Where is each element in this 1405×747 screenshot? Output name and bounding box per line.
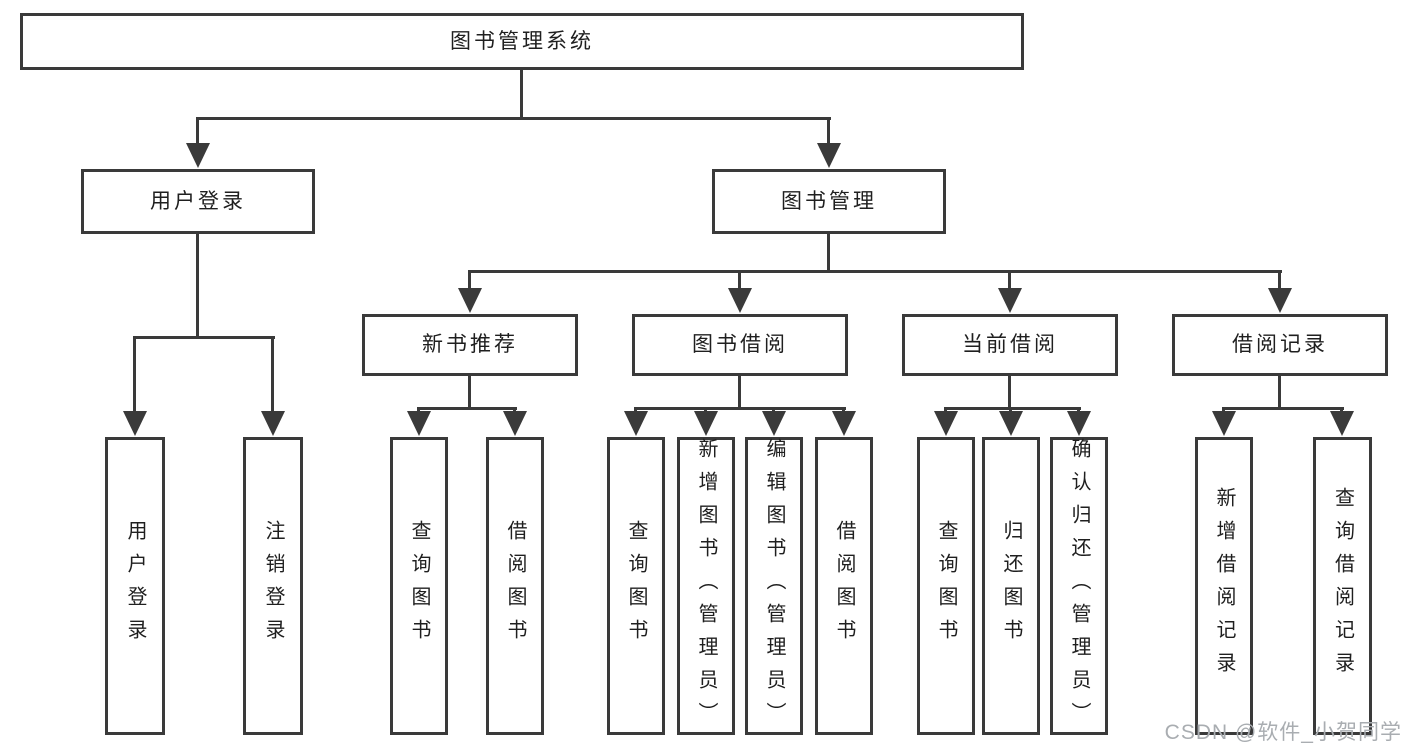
- connector-vline: [772, 407, 775, 414]
- arrow-down-icon: [624, 411, 648, 436]
- leaf-borrowing-query-book-label: 查询图书: [625, 520, 647, 652]
- connector-vline: [1340, 407, 1343, 414]
- arrow-down-icon: [832, 411, 856, 436]
- connector-vline: [827, 234, 830, 273]
- connector-vline: [738, 270, 741, 291]
- connector-hline: [944, 407, 1081, 410]
- connector-vline: [634, 407, 637, 414]
- leaf-current-return-book-label: 归还图书: [1000, 520, 1022, 652]
- connector-vline: [1278, 376, 1281, 410]
- leaf-user-login: 用户登录: [105, 437, 165, 735]
- connector-vline: [513, 407, 516, 414]
- connector-hline: [468, 270, 1282, 273]
- node-current-borrowing: 当前借阅: [902, 314, 1118, 376]
- connector-vline: [196, 234, 199, 339]
- leaf-current-query-book-label: 查询图书: [935, 520, 957, 652]
- node-book-management-label: 图书管理: [781, 189, 877, 213]
- leaf-current-return-book: 归还图书: [982, 437, 1040, 735]
- node-book-borrowing-label: 图书借阅: [692, 333, 788, 357]
- connector-hline: [417, 407, 517, 410]
- arrow-down-icon: [503, 411, 527, 436]
- leaf-current-query-book: 查询图书: [917, 437, 975, 735]
- leaf-logout: 注销登录: [243, 437, 303, 735]
- arrow-down-icon: [1268, 288, 1292, 313]
- node-borrow-records: 借阅记录: [1172, 314, 1388, 376]
- leaf-current-confirm-return-admin-label: 确认归还（管理员）: [1068, 437, 1090, 735]
- connector-vline: [468, 376, 471, 410]
- connector-vline: [842, 407, 845, 414]
- connector-vline: [468, 270, 471, 291]
- connector-vline: [1009, 407, 1012, 414]
- node-root-system: 图书管理系统: [20, 13, 1024, 70]
- node-borrow-records-label: 借阅记录: [1232, 333, 1328, 357]
- leaf-borrowing-edit-book-admin: 编辑图书（管理员）: [745, 437, 803, 735]
- arrow-down-icon: [762, 411, 786, 436]
- connector-hline: [196, 117, 831, 120]
- connector-vline: [827, 117, 830, 147]
- leaf-borrowing-borrow-book: 借阅图书: [815, 437, 873, 735]
- leaf-logout-label: 注销登录: [262, 520, 284, 652]
- leaf-recommend-borrow-book: 借阅图书: [486, 437, 544, 735]
- leaf-borrowing-add-book-admin: 新增图书（管理员）: [677, 437, 735, 735]
- connector-hline: [133, 336, 275, 339]
- node-user-login-label: 用户登录: [150, 189, 246, 213]
- arrow-down-icon: [728, 288, 752, 313]
- node-new-book-recommend: 新书推荐: [362, 314, 578, 376]
- leaf-user-login-label: 用户登录: [124, 520, 146, 652]
- arrow-down-icon: [261, 411, 285, 436]
- node-book-management: 图书管理: [712, 169, 946, 234]
- connector-vline: [1008, 376, 1011, 410]
- arrow-down-icon: [998, 288, 1022, 313]
- connector-vline: [1077, 407, 1080, 414]
- connector-hline: [634, 407, 846, 410]
- leaf-records-query-record: 查询借阅记录: [1313, 437, 1372, 735]
- leaf-current-confirm-return-admin: 确认归还（管理员）: [1050, 437, 1108, 735]
- arrow-down-icon: [186, 143, 210, 168]
- connector-vline: [738, 376, 741, 410]
- leaf-recommend-query-book-label: 查询图书: [408, 520, 430, 652]
- leaf-recommend-query-book: 查询图书: [390, 437, 448, 735]
- watermark-text: CSDN @软件_小贺同学: [1164, 721, 1402, 744]
- leaf-recommend-borrow-book-label: 借阅图书: [504, 520, 526, 652]
- connector-vline: [704, 407, 707, 414]
- connector-hline: [1222, 407, 1344, 410]
- leaf-records-query-record-label: 查询借阅记录: [1331, 487, 1354, 685]
- arrow-down-icon: [458, 288, 482, 313]
- connector-vline: [1222, 407, 1225, 414]
- connector-vline: [196, 117, 199, 147]
- connector-vline: [520, 70, 523, 119]
- node-current-borrowing-label: 当前借阅: [962, 333, 1058, 357]
- connector-vline: [1008, 270, 1011, 291]
- connector-vline: [1278, 270, 1281, 291]
- node-root-system-label: 图书管理系统: [450, 29, 594, 53]
- leaf-borrowing-edit-book-admin-label: 编辑图书（管理员）: [763, 437, 785, 735]
- arrow-down-icon: [1212, 411, 1236, 436]
- leaf-borrowing-add-book-admin-label: 新增图书（管理员）: [695, 437, 717, 735]
- arrow-down-icon: [934, 411, 958, 436]
- connector-vline: [417, 407, 420, 414]
- leaf-borrowing-borrow-book-label: 借阅图书: [833, 520, 855, 652]
- leaf-records-add-record-label: 新增借阅记录: [1213, 487, 1235, 685]
- arrow-down-icon: [999, 411, 1023, 436]
- arrow-down-icon: [407, 411, 431, 436]
- connector-vline: [133, 336, 136, 414]
- arrow-down-icon: [1330, 411, 1354, 436]
- connector-vline: [271, 336, 274, 414]
- arrow-down-icon: [1067, 411, 1091, 436]
- arrow-down-icon: [694, 411, 718, 436]
- leaf-borrowing-query-book: 查询图书: [607, 437, 665, 735]
- leaf-records-add-record: 新增借阅记录: [1195, 437, 1253, 735]
- connector-vline: [944, 407, 947, 414]
- node-user-login: 用户登录: [81, 169, 315, 234]
- arrow-down-icon: [123, 411, 147, 436]
- node-new-book-recommend-label: 新书推荐: [422, 333, 518, 357]
- node-book-borrowing: 图书借阅: [632, 314, 848, 376]
- arrow-down-icon: [817, 143, 841, 168]
